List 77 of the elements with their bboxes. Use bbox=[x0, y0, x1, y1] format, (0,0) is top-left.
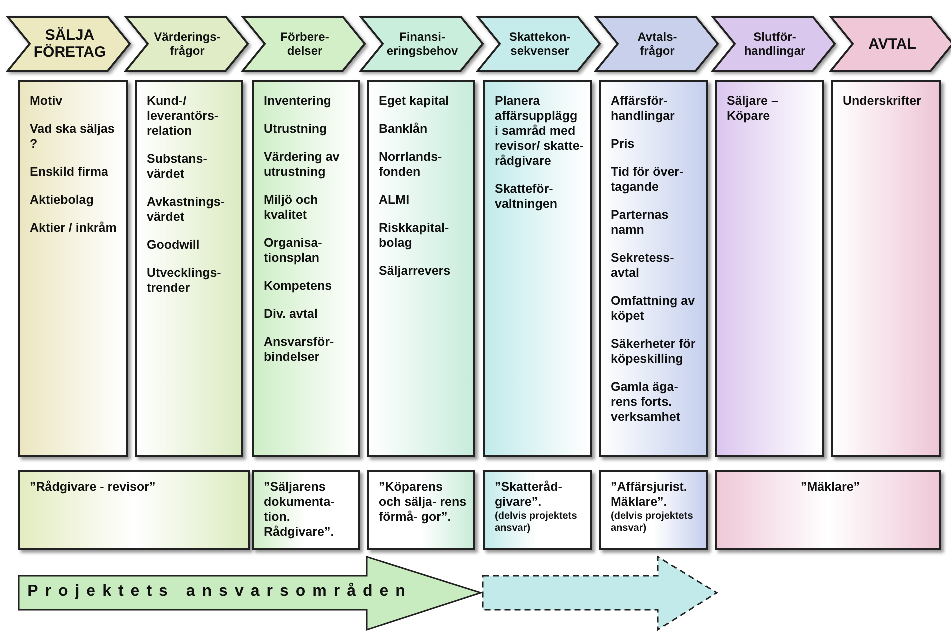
responsibility-banner bbox=[18, 556, 482, 631]
role-box bbox=[599, 470, 708, 550]
list-item: Sekretess- avtal bbox=[611, 251, 676, 281]
role-text: ”Mäklare” bbox=[800, 480, 862, 495]
stage-title: Värderings- frågor bbox=[153, 30, 222, 58]
list-item: Omfattning av köpet bbox=[611, 294, 696, 324]
stage-header bbox=[360, 15, 484, 73]
list-item: Miljö och kvalitet bbox=[264, 193, 320, 223]
dashed-outline-banner bbox=[482, 556, 718, 631]
stage-header bbox=[830, 15, 951, 73]
role-text: ”Säljarens dokumenta- tion. Rådgivare”. bbox=[264, 480, 336, 540]
role-box bbox=[483, 470, 592, 550]
list-item: Goodwill bbox=[147, 238, 201, 253]
role-text: ”Rådgivare - revisor” bbox=[30, 480, 157, 495]
list-item: Div. avtal bbox=[264, 307, 319, 322]
list-item: Utrustning bbox=[264, 122, 328, 137]
column-panel bbox=[367, 80, 475, 457]
column-panel bbox=[18, 80, 128, 457]
stage-header bbox=[243, 15, 367, 73]
stage-title: SÄLJA FÖRETAG bbox=[33, 27, 107, 61]
list-item: Planera affärsupplägg i samråd med revisor/ skatte- rådgivare bbox=[495, 94, 584, 169]
list-item: Underskrifter bbox=[843, 94, 922, 109]
stage-title: AVTAL bbox=[868, 36, 916, 52]
stage-header bbox=[713, 15, 837, 73]
role-text: ”Skatteråd- givare”. bbox=[495, 480, 564, 510]
list-item: Avkastnings- värdet bbox=[147, 195, 226, 225]
list-item: Skatteför- valtningen bbox=[495, 182, 559, 212]
list-item: Ansvarsför- bindelser bbox=[264, 335, 336, 365]
list-item: Inventering bbox=[264, 94, 332, 109]
list-item: Säkerheter för köpeskilling bbox=[611, 337, 697, 367]
role-text: ”Köparens och sälja- rens förmå- gor”. bbox=[379, 480, 468, 525]
stage-title: Avtals- frågor bbox=[636, 30, 678, 58]
list-item: Banklån bbox=[379, 122, 429, 137]
list-item: Kund-/ leverantörs- relation bbox=[147, 94, 220, 139]
role-box bbox=[252, 470, 360, 550]
list-item: Affärsför- handlingar bbox=[611, 94, 676, 124]
list-item: Värdering av utrustning bbox=[264, 150, 341, 180]
list-item: Pris bbox=[611, 137, 636, 152]
column-panel bbox=[252, 80, 360, 457]
role-box bbox=[715, 470, 941, 550]
stage-title: Finansi- eringsbehov bbox=[386, 30, 460, 58]
list-item: Motiv bbox=[30, 94, 64, 109]
stage-header bbox=[8, 15, 132, 73]
arrow-label: Projektets ansvarsområden bbox=[26, 583, 414, 601]
list-item: Kompetens bbox=[264, 279, 334, 294]
list-item: Norrlands- fonden bbox=[379, 150, 444, 180]
column-panel bbox=[599, 80, 708, 457]
stage-title: Förbere- delser bbox=[280, 30, 330, 58]
column-panel bbox=[831, 80, 941, 457]
note-text: (delvis projektets ansvar) bbox=[611, 511, 694, 535]
stage-title: Skattekon- sekvenser bbox=[508, 30, 572, 58]
stage-title: Slutför- handlingar bbox=[743, 30, 807, 58]
list-item: Säljare – Köpare bbox=[727, 94, 780, 124]
list-item: Tid för över- tagande bbox=[611, 165, 685, 195]
list-item: Vad ska säljas ? bbox=[30, 122, 116, 152]
list-item: Aktier / inkråm bbox=[30, 221, 118, 236]
stage-header bbox=[478, 15, 602, 73]
list-item: Utvecklings- trender bbox=[147, 266, 222, 296]
role-text: ”Affärsjurist. Mäklare”. bbox=[611, 480, 688, 510]
list-item: Organisa- tionsplan bbox=[264, 236, 324, 266]
stage-header bbox=[596, 15, 720, 73]
column-panel bbox=[135, 80, 243, 457]
column-panel bbox=[483, 80, 592, 457]
role-box bbox=[367, 470, 475, 550]
list-item: Aktiebolag bbox=[30, 193, 95, 208]
role-box bbox=[18, 470, 250, 550]
note-text: (delvis projektets ansvar) bbox=[495, 511, 578, 535]
list-item: Parternas namn bbox=[611, 208, 670, 238]
list-item: Substans- värdet bbox=[147, 152, 208, 182]
stage-header bbox=[126, 15, 250, 73]
list-item: Riskkapital- bolag bbox=[379, 221, 450, 251]
list-item: Säljarrevers bbox=[379, 264, 452, 279]
column-panel bbox=[715, 80, 824, 457]
list-item: Enskild firma bbox=[30, 165, 110, 180]
list-item: ALMI bbox=[379, 193, 411, 208]
list-item: Gamla äga- rens forts. verksamhet bbox=[611, 380, 682, 425]
list-item: Eget kapital bbox=[379, 94, 450, 109]
